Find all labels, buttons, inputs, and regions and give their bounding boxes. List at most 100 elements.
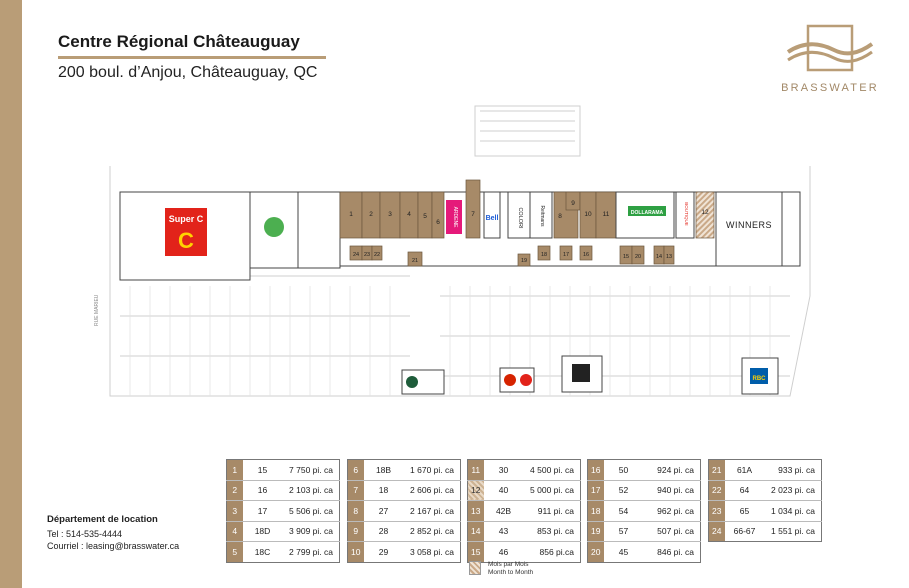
anchor-boutique[interactable]: BOUTIQUE (675, 191, 695, 239)
svg-text:17: 17 (563, 252, 569, 258)
anchor-dollarama[interactable]: DOLLARAMA (615, 191, 675, 239)
unit-13[interactable] (663, 245, 675, 265)
svg-text:14: 14 (656, 254, 662, 260)
map-number: 12 (467, 479, 484, 501)
contact-phone[interactable]: Tel : 514-535-4444 (47, 529, 123, 539)
unit-6[interactable] (431, 191, 445, 239)
unit-area: 5 506 pi. ca (282, 500, 340, 521)
starbucks-logo-icon (406, 376, 418, 388)
map-number: 17 (587, 479, 604, 501)
unit-id: 57 (603, 520, 644, 542)
map-number: 4 (226, 520, 243, 542)
unit-id: 30 (498, 464, 509, 475)
svg-text:22: 22 (374, 252, 380, 258)
svg-text:7: 7 (471, 211, 475, 218)
map-number: 7 (347, 479, 364, 501)
unit-area: 2 606 pi. ca (403, 479, 461, 501)
anchor-bell[interactable]: Bell (483, 191, 501, 239)
unit-area: 2 852 pi. ca (403, 520, 461, 542)
map-number: 22 (708, 479, 725, 501)
street-label: RUE MARIEU (94, 294, 100, 326)
svg-text:24: 24 (353, 252, 359, 258)
anchor-reitmans[interactable]: Reitmans (529, 191, 553, 239)
unit-20[interactable] (631, 245, 645, 265)
svg-text:5: 5 (423, 213, 427, 220)
super-c-logo-icon: C (178, 228, 194, 253)
svg-text:9: 9 (571, 200, 575, 207)
svg-text:18: 18 (541, 252, 547, 258)
brand-logo[interactable]: BRASSWATER (770, 22, 890, 102)
unit-id: 18D (242, 520, 283, 542)
store-logo-icon (264, 217, 284, 237)
restaurant-logo-icon (572, 364, 590, 382)
svg-text:4: 4 (407, 211, 411, 218)
svg-text:21: 21 (412, 258, 418, 264)
svg-text:COLORI: COLORI (517, 207, 523, 229)
map-number: 14 (467, 520, 484, 542)
svg-text:23: 23 (364, 252, 370, 258)
unit-18[interactable] (537, 245, 551, 261)
map-number: 1 (226, 459, 243, 480)
unit-id: 15 (257, 464, 268, 475)
unit-area: 924 pi. ca (657, 464, 694, 475)
anchor-winners[interactable]: WINNERS (715, 191, 783, 267)
unit-17[interactable] (559, 245, 573, 261)
map-number: 24 (708, 520, 725, 542)
map-number: 9 (347, 520, 364, 542)
unit-21[interactable] (407, 251, 423, 267)
burger-king-logo-icon (504, 374, 516, 386)
anchor-rbc[interactable]: RBC (741, 357, 779, 395)
unit-id: 61A (736, 464, 753, 475)
site-plan-map: RUE MARIEU Super C C (94, 105, 811, 397)
anchor-super-c[interactable]: Super C C (119, 191, 251, 281)
unit-id: 50 (618, 464, 629, 475)
unit-id: 16 (242, 479, 283, 501)
unit-19[interactable] (517, 253, 531, 267)
anchor-colori[interactable]: COLORI (507, 191, 531, 239)
leasing-contact: Département de location Tel : 514-535-44… (47, 514, 179, 552)
unit-12[interactable] (695, 191, 715, 239)
unit-id: 27 (363, 500, 404, 521)
unit-22[interactable] (371, 245, 383, 261)
unit-7[interactable] (465, 179, 481, 239)
title-underline (58, 56, 326, 59)
unit-area: 1 551 pi. ca (764, 520, 822, 542)
unit-id: 17 (242, 500, 283, 521)
svg-text:6: 6 (436, 219, 440, 226)
unit-16[interactable] (579, 245, 593, 261)
anchor-ardene[interactable]: ARDENE (446, 200, 462, 234)
unit-id: 29 (363, 541, 404, 562)
unit-area: 1 670 pi. ca (410, 464, 454, 475)
svg-text:13: 13 (666, 254, 672, 260)
contact-title: Département de location (47, 514, 158, 525)
unit-area: 856 pi.ca (523, 541, 581, 562)
unit-id: 18 (363, 479, 404, 501)
contact-email[interactable]: Courriel : leasing@brasswater.ca (47, 541, 180, 551)
